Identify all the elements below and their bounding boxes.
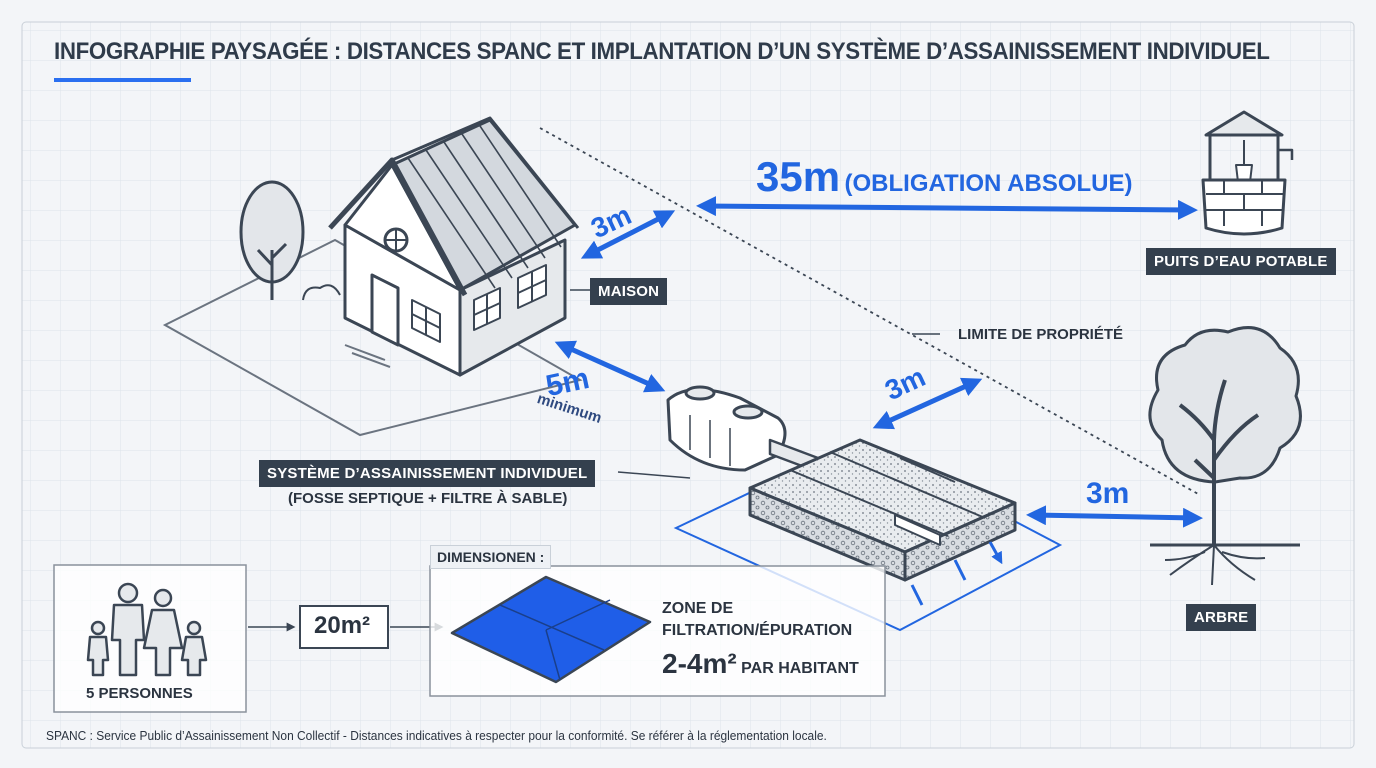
small-tree-icon <box>239 180 341 301</box>
system-label: SYSTÈME D’ASSAINISSEMENT INDIVIDUEL <box>259 460 596 487</box>
arrow-system-tree <box>1026 505 1203 528</box>
property-line-label: LIMITE DE PROPRIÉTÉ <box>958 326 1124 343</box>
dimension-header: DIMENSIONEN : <box>430 545 552 569</box>
drain-arrows <box>910 541 1000 606</box>
area-box <box>299 605 389 649</box>
tree-icon <box>1148 326 1302 586</box>
house-icon <box>328 116 580 377</box>
per-inhabitant-unit: PAR HABITANT <box>741 660 859 677</box>
arrow-well <box>696 196 1198 220</box>
title-underline <box>54 78 191 82</box>
zone-label-line1: ZONE DE <box>662 600 734 617</box>
well-icon <box>1201 110 1294 236</box>
people-count: 5 PERSONNES <box>86 685 193 702</box>
well-distance-note: (OBLIGATION ABSOLUE) <box>844 170 1133 197</box>
house-label: MAISON <box>590 278 668 305</box>
page-title: INFOGRAPHIE PAYSAGÉE : DISTANCES SPANC E… <box>54 38 1270 65</box>
per-inhabitant: 2-4m² PAR HABITANT <box>662 648 859 680</box>
system-leader <box>617 471 691 479</box>
zone-label-line2: FILTRATION/ÉPURATION <box>662 622 853 639</box>
system-sublabel: (FOSSE SEPTIQUE + FILTRE À SABLE) <box>288 490 568 507</box>
per-inhabitant-value: 2-4m² <box>662 648 737 679</box>
arrow-house-system <box>554 340 666 393</box>
system-to-tree-distance: 3m <box>1086 477 1130 510</box>
area-value: 20m² <box>314 612 371 639</box>
house-path <box>344 344 391 368</box>
filtration-zone-icon <box>450 575 652 684</box>
well-distance-value: 35m <box>756 153 841 200</box>
sand-filter-icon <box>748 438 1017 582</box>
well-distance: 35m (OBLIGATION ABSOLUE) <box>756 153 1133 201</box>
family-icon <box>86 582 208 677</box>
footer-note: SPANC : Service Public d’Assainissement … <box>46 728 827 743</box>
arrow-house-property <box>580 210 676 259</box>
tree-label: ARBRE <box>1186 604 1257 631</box>
well-label: PUITS D’EAU POTABLE <box>1146 248 1336 275</box>
arrow-system-property <box>872 377 983 430</box>
